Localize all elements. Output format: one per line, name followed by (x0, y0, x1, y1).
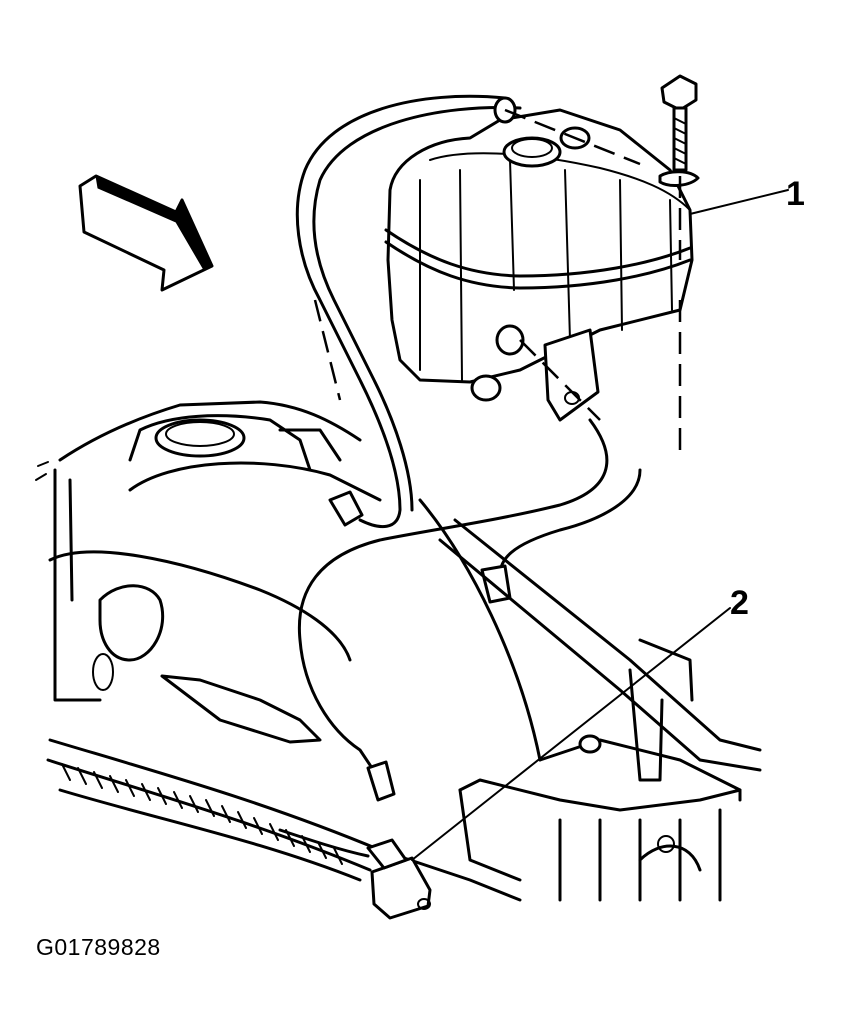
callout-1: 1 (786, 175, 805, 213)
engine-compartment (35, 400, 512, 802)
figure-id-label: G01789828 (36, 934, 161, 960)
direction-arrow-icon (78, 174, 214, 292)
overflow-hose (295, 94, 522, 529)
sensor-harness (297, 418, 642, 782)
sensor-connector (278, 828, 432, 920)
callout-2: 2 (730, 584, 749, 622)
callout-leaders (411, 189, 789, 861)
front-fascia (46, 738, 522, 902)
coolant-reservoir (384, 96, 694, 422)
radiator-support (418, 498, 762, 902)
alignment-lines (313, 108, 682, 460)
